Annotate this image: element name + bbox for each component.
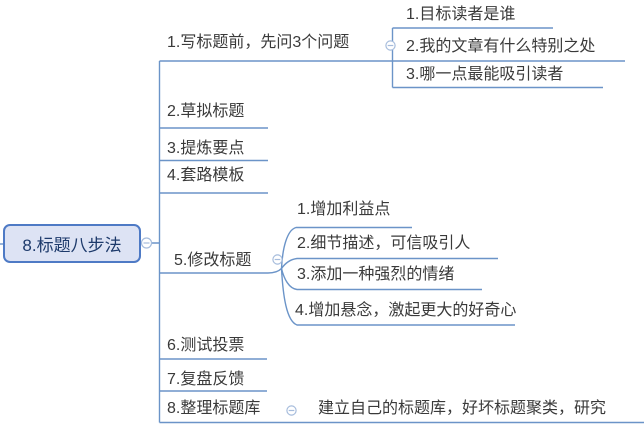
branch-topic-7[interactable]: 7.复盘反馈 — [167, 371, 245, 388]
branch-topic-5[interactable]: 5.修改标题 — [174, 252, 252, 269]
subtopic-1-2[interactable]: 2.我的文章有什么特别之处 — [406, 38, 596, 55]
branch5-child1-connector — [280, 226, 412, 269]
subtopic-5-1[interactable]: 1.增加利益点 — [297, 201, 391, 218]
branch5-child4-connector — [280, 268, 515, 326]
branch1-collapse-icon[interactable] — [385, 40, 396, 51]
subtopic-1-3[interactable]: 3.哪一点最能吸引读者 — [406, 66, 564, 83]
branch-topic-1[interactable]: 1.写标题前，先问3个问题 — [167, 34, 350, 51]
branch8-collapse-icon[interactable] — [286, 405, 297, 416]
branch-topic-4[interactable]: 4.套路模板 — [167, 167, 245, 184]
subtopic-5-3[interactable]: 3.添加一种强烈的情绪 — [297, 266, 455, 283]
branch5-collapse-icon[interactable] — [272, 254, 283, 265]
branch5-child2-connector — [280, 257, 498, 269]
branch-topic-3[interactable]: 3.提炼要点 — [167, 140, 245, 157]
subtopic-8-1[interactable]: 建立自己的标题库，好坏标题聚类，研究 — [318, 400, 607, 417]
root-node[interactable]: 8.标题八步法 — [3, 224, 141, 263]
subtopic-1-1[interactable]: 1.目标读者是谁 — [406, 6, 516, 23]
branch-topic-6[interactable]: 6.测试投票 — [167, 337, 245, 354]
branch-topic-8[interactable]: 8.整理标题库 — [167, 400, 261, 417]
branch5-underline — [159, 267, 282, 274]
subtopic-5-4[interactable]: 4.增加悬念，激起更大的好奇心 — [295, 302, 517, 319]
subtopic-5-2[interactable]: 2.细节描述，可信吸引人 — [297, 235, 471, 252]
root-collapse-icon[interactable] — [140, 237, 153, 249]
branch-topic-2[interactable]: 2.草拟标题 — [167, 103, 245, 120]
